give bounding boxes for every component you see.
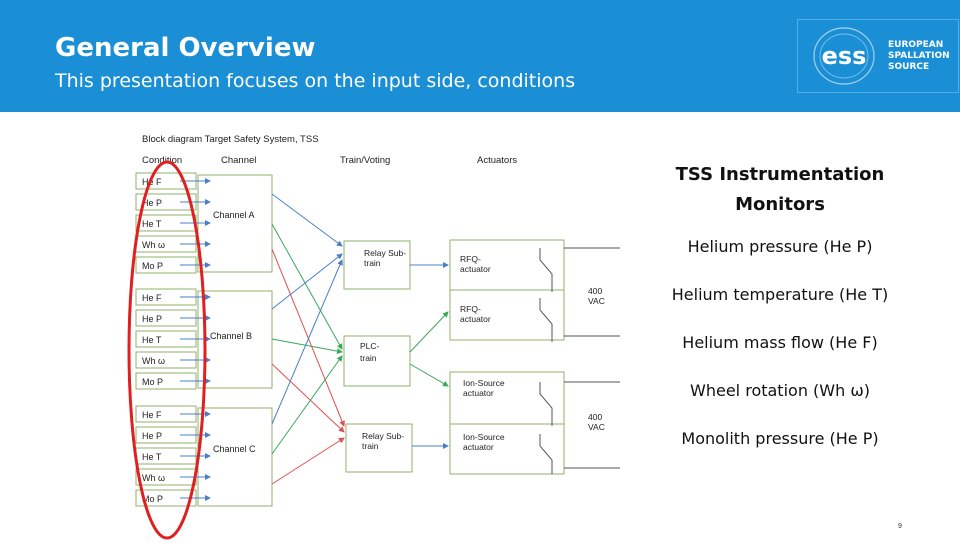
train-label: Relay Sub-train <box>364 248 406 268</box>
monitor-item: Wheel rotation (Wh ω) <box>690 381 870 400</box>
channel-label-a: Channel A <box>213 210 255 220</box>
condition-label: Mo P <box>142 261 163 271</box>
condition-label: He T <box>142 219 162 229</box>
condition-label: Mo P <box>142 377 163 387</box>
condition-label: He F <box>142 293 162 303</box>
col-header-condition: Condition <box>142 155 182 166</box>
channel-box-c <box>197 407 273 507</box>
logo-wordmark: EUROPEAN SPALLATION SOURCE <box>888 40 950 73</box>
monitor-item: Helium temperature (He T) <box>671 285 889 304</box>
actuator-label: RFQ-actuator <box>460 304 491 324</box>
condition-label: He P <box>142 198 162 208</box>
actuator-label: Ion-Source actuator <box>463 432 505 452</box>
actuator-label: RFQ-actuator <box>460 254 491 274</box>
col-header-actuators: Actuators <box>477 155 517 166</box>
train-to-actuator-lines <box>409 262 449 449</box>
col-header-channel: Channel <box>221 155 256 166</box>
logo-mark-text: ess <box>822 42 867 70</box>
train-box-relay-2 <box>345 423 413 473</box>
diagram-title: Block diagram Target Safety System, TSS <box>142 134 319 145</box>
monitor-title-line: Monitors <box>735 194 825 215</box>
col-header-train: Train/Voting <box>340 155 390 166</box>
condition-label: Wh ω <box>142 240 165 250</box>
ess-logo: ess EUROPEAN SPALLATION SOURCE <box>797 19 959 93</box>
logo-word: SOURCE <box>888 62 930 72</box>
channel-label-b: Channel B <box>210 331 252 341</box>
actuator-label: Ion-Source actuator <box>463 378 505 398</box>
condition-label: He T <box>142 452 162 462</box>
condition-label: Mo P <box>142 494 163 504</box>
slide-header: General Overview This presentation focus… <box>0 0 960 112</box>
logo-word: SPALLATION <box>888 51 950 61</box>
channel-to-train-lines <box>271 193 345 485</box>
train-box-plc <box>343 335 411 387</box>
page-number: 9 <box>898 523 902 530</box>
condition-label: He P <box>142 314 162 324</box>
monitor-title: TSS Instrumentation Monitors <box>640 160 920 220</box>
slide-title: General Overview <box>55 33 316 63</box>
switch-contacts <box>539 247 620 474</box>
channel-label-c: Channel C <box>213 444 256 454</box>
condition-label: He T <box>142 335 162 345</box>
logo-word: EUROPEAN <box>888 40 944 50</box>
monitor-item: Helium mass flow (He F) <box>682 333 878 352</box>
condition-label: He F <box>142 177 162 187</box>
monitor-list: TSS Instrumentation Monitors Helium pres… <box>640 160 920 476</box>
actuator-box <box>449 289 565 341</box>
monitor-title-line: TSS Instrumentation <box>675 164 885 185</box>
actuator-box <box>449 423 565 475</box>
train-label: PLC-train <box>360 341 379 363</box>
condition-label: He F <box>142 410 162 420</box>
ess-logo-mark-icon: ess <box>813 27 875 85</box>
highlight-ellipse <box>127 160 207 540</box>
supply-label: 400 VAC <box>588 286 605 306</box>
block-diagram: Block diagram Target Safety System, TSS … <box>120 124 620 540</box>
condition-label: Wh ω <box>142 473 165 483</box>
train-label: Relay Sub-train <box>362 431 404 451</box>
train-box-relay-1 <box>343 240 411 290</box>
supply-label: 400 VAC <box>588 412 605 432</box>
condition-label: He P <box>142 431 162 441</box>
actuator-box <box>449 371 565 425</box>
monitor-item: Helium pressure (He P) <box>687 237 873 256</box>
condition-label: Wh ω <box>142 356 165 366</box>
monitor-item: Monolith pressure (He P) <box>681 429 879 448</box>
slide-subtitle: This presentation focuses on the input s… <box>55 70 576 92</box>
